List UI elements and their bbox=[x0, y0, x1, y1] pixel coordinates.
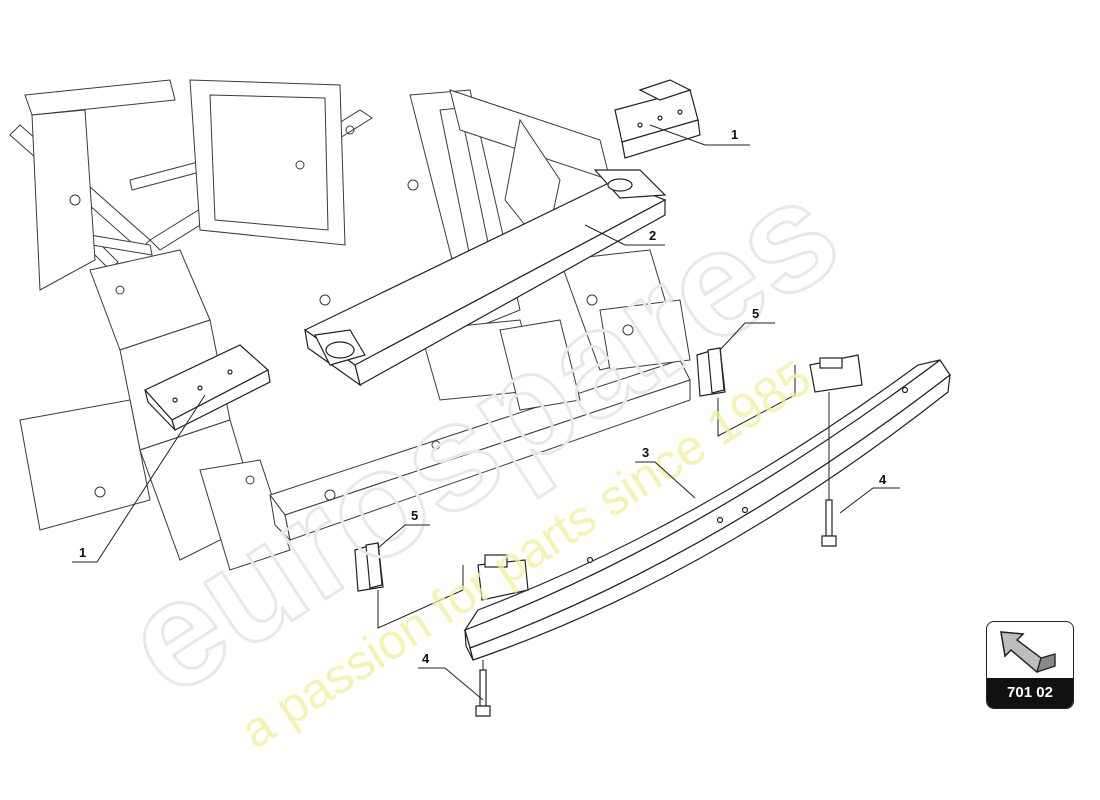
bracket-upper-part bbox=[614, 79, 701, 159]
chassis-frame bbox=[9, 79, 691, 571]
bumper-beam-part bbox=[463, 354, 951, 661]
callout-5-left: 5 bbox=[411, 508, 418, 523]
callout-4-right: 4 bbox=[879, 472, 887, 487]
bolt-lower-part bbox=[475, 669, 491, 717]
callout-3: 3 bbox=[642, 445, 649, 460]
spacer-right-part bbox=[696, 347, 726, 397]
arrow-icon bbox=[1000, 631, 1056, 674]
cross-beam-part bbox=[303, 169, 667, 387]
reference-code: 701 02 bbox=[987, 678, 1073, 708]
callout-2: 2 bbox=[649, 228, 656, 243]
callout-4-lower: 4 bbox=[422, 651, 430, 666]
spacer-left-part bbox=[354, 542, 384, 592]
callout-1-lower: 1 bbox=[79, 545, 86, 560]
callout-5-right: 5 bbox=[752, 306, 759, 321]
assembly-lines bbox=[377, 365, 830, 670]
callout-leaders bbox=[72, 124, 900, 701]
bracket-lower-part bbox=[144, 344, 271, 431]
callout-numbers: 1 2 5 3 4 5 1 4 bbox=[79, 127, 887, 666]
bolt-right-part bbox=[821, 499, 837, 547]
callout-1-upper: 1 bbox=[731, 127, 738, 142]
reference-box: 701 02 bbox=[986, 621, 1074, 709]
